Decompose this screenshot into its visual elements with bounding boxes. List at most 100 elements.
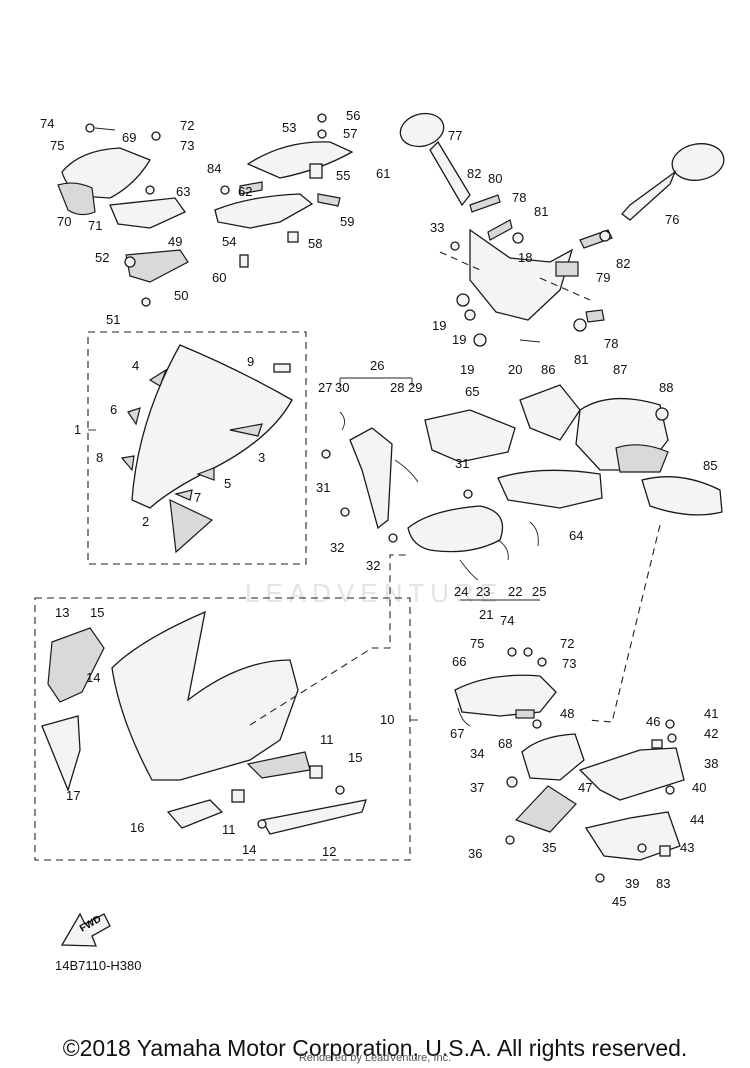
callout-label: 40	[692, 780, 706, 795]
callout-label: 60	[212, 270, 226, 285]
callout-label: 29	[408, 380, 422, 395]
callout-label: 27	[318, 380, 332, 395]
callout-label: 42	[704, 726, 718, 741]
callout-label: 19	[460, 362, 474, 377]
callout-label: 74	[500, 613, 514, 628]
callout-label: 32	[330, 540, 344, 555]
copyright-text: ©2018 Yamaha Motor Corporation, U.S.A. A…	[62, 1035, 688, 1061]
intake-group	[424, 384, 723, 516]
callout-label: 25	[532, 584, 546, 599]
callout-label: 59	[340, 214, 354, 229]
callout-label: 12	[322, 844, 336, 859]
callout-label: 20	[508, 362, 522, 377]
callout-label: 14	[86, 670, 100, 685]
callout-label: 4	[132, 358, 139, 373]
callout-label: 67	[450, 726, 464, 741]
callout-label: 68	[498, 736, 512, 751]
callout-label: 71	[88, 218, 102, 233]
windshield	[120, 344, 293, 554]
lower-right-group	[454, 647, 685, 883]
callout-label: 48	[560, 706, 574, 721]
callout-label: 5	[224, 476, 231, 491]
callout-label: 9	[247, 354, 254, 369]
callout-label: 56	[346, 108, 360, 123]
callout-label: 72	[560, 636, 574, 651]
callout-label: 62	[238, 184, 252, 199]
callout-label: 79	[596, 270, 610, 285]
callout-label: 3	[258, 450, 265, 465]
callout-label: 70	[57, 214, 71, 229]
callout-label: 8	[96, 450, 103, 465]
callout-label: 21	[479, 607, 493, 622]
callout-label: 88	[659, 380, 673, 395]
callout-label: 43	[680, 840, 694, 855]
rendered-by-text: Rendered by LeadVenture, Inc.	[298, 1052, 452, 1064]
upper-cowling	[41, 610, 367, 835]
callout-label: 11	[222, 822, 236, 837]
callout-label: 14	[242, 842, 256, 857]
callout-label: 84	[207, 161, 221, 176]
callout-label: 53	[282, 120, 296, 135]
callout-label: 69	[122, 130, 136, 145]
callout-label: 47	[578, 780, 592, 795]
callout-label: 38	[704, 756, 718, 771]
callout-label: 45	[612, 894, 626, 909]
callout-label: 23	[476, 584, 490, 599]
callout-label: 30	[335, 380, 349, 395]
callout-label: 1	[74, 422, 81, 437]
callout-label: 87	[613, 362, 627, 377]
watermark: LEADVENTURE	[245, 578, 503, 608]
windshield-box	[87, 331, 307, 565]
duct-group-26	[321, 411, 539, 581]
callout-label: 72	[180, 118, 194, 133]
callout-label: 22	[508, 584, 522, 599]
callout-label: 19	[432, 318, 446, 333]
callout-label: 63	[176, 184, 190, 199]
callout-label: 76	[665, 212, 679, 227]
callout-label: 15	[90, 605, 104, 620]
callout-label: 74	[40, 116, 54, 131]
callout-label: 73	[562, 656, 576, 671]
callout-label: 36	[468, 846, 482, 861]
callout-label: 11	[320, 732, 334, 747]
callout-label: 31	[316, 480, 330, 495]
callout-label: 24	[454, 584, 468, 599]
callout-label: 57	[343, 126, 357, 141]
cover-group-53	[214, 113, 354, 268]
callout-label: 19	[452, 332, 466, 347]
callout-label: 49	[168, 234, 182, 249]
callout-label: 13	[55, 605, 69, 620]
callout-label: 7	[194, 490, 201, 505]
callout-label: 15	[348, 750, 362, 765]
callout-label: 78	[512, 190, 526, 205]
callout-label: 82	[467, 166, 481, 181]
callout-label: 52	[95, 250, 109, 265]
callout-label: 85	[703, 458, 717, 473]
callout-label: 77	[448, 128, 462, 143]
callout-label: 75	[470, 636, 484, 651]
callout-label: 33	[430, 220, 444, 235]
callout-label: 64	[569, 528, 583, 543]
callout-label: 31	[455, 456, 469, 471]
callout-label: 46	[646, 714, 660, 729]
callout-label: 66	[452, 654, 466, 669]
callout-label: 44	[690, 812, 704, 827]
callout-label: 41	[704, 706, 718, 721]
cover-group-69	[57, 123, 189, 307]
diagram-code: 14B7110-H380	[55, 958, 142, 973]
callout-label: 10	[380, 712, 394, 727]
callout-label: 17	[66, 788, 80, 803]
callout-label: 73	[180, 138, 194, 153]
callout-label: 83	[656, 876, 670, 891]
callout-label: 81	[534, 204, 548, 219]
callout-label: 34	[470, 746, 484, 761]
callout-label: 50	[174, 288, 188, 303]
callout-label: 82	[616, 256, 630, 271]
callout-label: 80	[488, 171, 502, 186]
cowling-box	[34, 597, 411, 861]
callout-label: 28	[390, 380, 404, 395]
callout-label: 2	[142, 514, 149, 529]
callout-label: 55	[336, 168, 350, 183]
